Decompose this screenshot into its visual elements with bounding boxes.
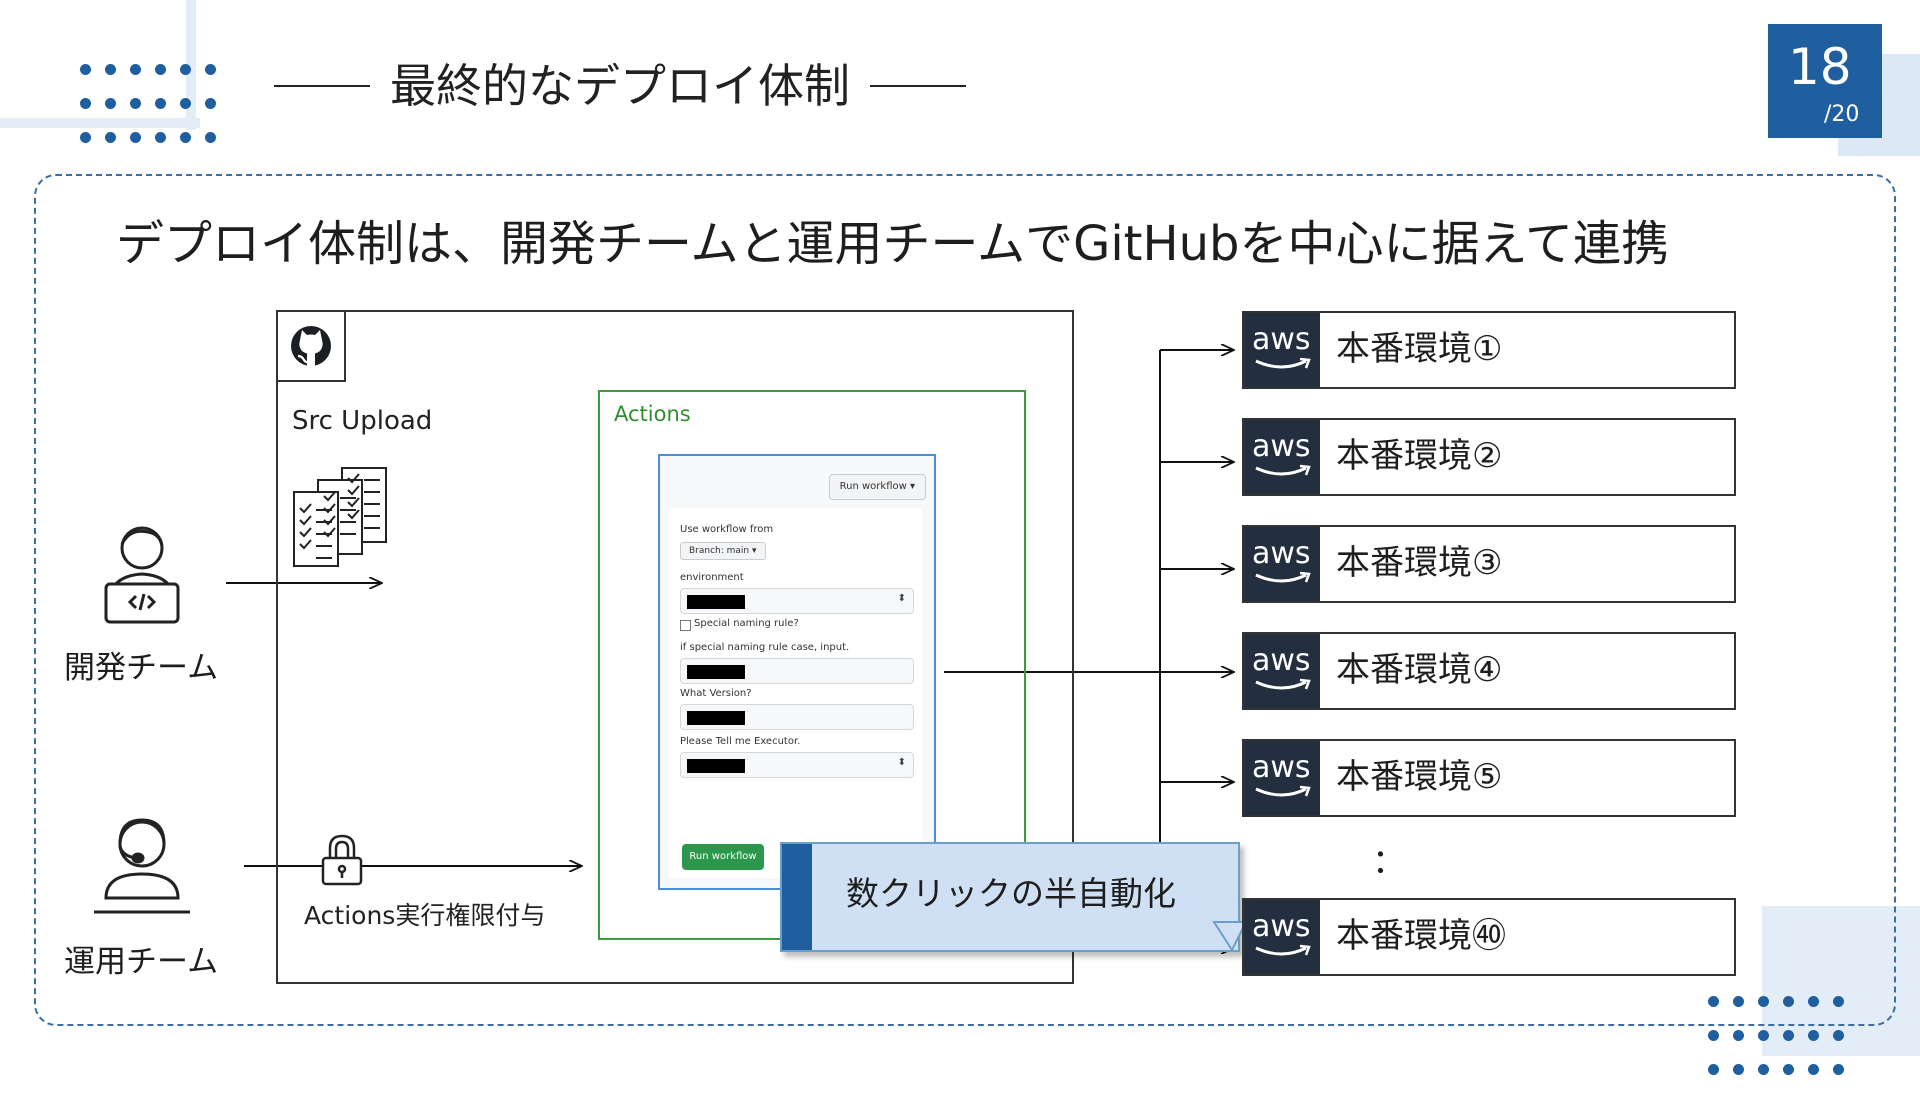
run-workflow-dropdown-button[interactable]: Run workflow ▾ [828, 474, 926, 500]
operator-headset-icon [94, 818, 190, 914]
decor-vertical-line [186, 0, 196, 130]
production-env-5: aws 本番環境⑤ [1242, 739, 1736, 817]
heading-rule-right [870, 85, 966, 87]
env-label: 本番環境② [1336, 436, 1503, 476]
special-naming-checkbox[interactable] [680, 620, 691, 631]
callout-pointer [1212, 921, 1248, 953]
page-total: /20 [1824, 102, 1860, 127]
production-env-40: aws 本番環境㊵ [1242, 898, 1736, 976]
redacted-value [687, 595, 745, 609]
headline: デプロイ体制は、開発チームと運用チームでGitHubを中心に据えて連携 [116, 216, 1670, 272]
heading-rule-left [274, 85, 370, 87]
select-arrows-icon: ⬍ [897, 757, 906, 768]
select-arrows-icon: ⬍ [897, 593, 906, 604]
use-workflow-from-label: Use workflow from [680, 524, 774, 535]
special-input-label: if special naming rule case, input. [680, 642, 850, 653]
workflow-dialog: Run workflow ▾ Use workflow from Branch:… [658, 454, 936, 890]
callout-accent-bar [782, 844, 812, 950]
ops-team-label: 運用チーム [64, 944, 219, 980]
decor-dots-bottomright [1708, 996, 1849, 1098]
redacted-value [687, 711, 745, 725]
env-label: 本番環境③ [1336, 543, 1503, 583]
production-env-2: aws 本番環境② [1242, 418, 1736, 496]
lock-icon [321, 834, 363, 886]
aws-logo: aws [1244, 741, 1320, 815]
aws-logo: aws [1244, 634, 1320, 708]
checklist-document-icon [293, 467, 387, 567]
aws-logo: aws [1244, 313, 1320, 387]
aws-logo: aws [1244, 420, 1320, 494]
callout-text: 数クリックの半自動化 [846, 874, 1176, 913]
environment-label: environment [680, 572, 744, 583]
workflow-form: Use workflow from Branch: main ▾ environ… [668, 508, 922, 878]
aws-logo: aws [1244, 900, 1320, 974]
github-icon-box [276, 310, 346, 382]
page-number: 18 [1788, 38, 1852, 96]
production-env-4: aws 本番環境④ [1242, 632, 1736, 710]
developer-icon [104, 526, 180, 624]
version-input-field[interactable] [680, 704, 914, 730]
redacted-value [687, 665, 745, 679]
section-title: 最終的なデプロイ体制 [390, 59, 850, 113]
github-frame [276, 310, 1074, 984]
production-env-1: aws 本番環境① [1242, 311, 1736, 389]
environment-select[interactable]: ⬍ [680, 588, 914, 614]
decor-horizontal-line [0, 118, 200, 128]
env-label: 本番環境④ [1336, 650, 1503, 690]
env-label: 本番環境⑤ [1336, 757, 1503, 797]
dev-team-label: 開発チーム [64, 650, 219, 686]
actions-permission-label: Actions実行権限付与 [304, 901, 546, 930]
semi-automation-callout: 数クリックの半自動化 [780, 842, 1240, 952]
executor-label: Please Tell me Executor. [680, 736, 801, 747]
executor-select[interactable]: ⬍ [680, 752, 914, 778]
branch-select[interactable]: Branch: main ▾ [680, 542, 766, 560]
section-heading: 最終的なデプロイ体制 [274, 58, 966, 114]
production-env-3: aws 本番環境③ [1242, 525, 1736, 603]
special-input-field[interactable] [680, 658, 914, 684]
src-upload-label: Src Upload [292, 406, 433, 436]
aws-logo: aws [1244, 527, 1320, 601]
run-workflow-button[interactable]: Run workflow [682, 844, 764, 870]
env-label: 本番環境① [1336, 329, 1503, 369]
actions-label: Actions [614, 402, 691, 426]
env-label: 本番環境㊵ [1336, 916, 1506, 956]
page-number-badge: 18 /20 [1768, 24, 1882, 138]
content-panel [34, 174, 1896, 1026]
github-icon [291, 326, 331, 366]
decor-dots-topleft [80, 64, 221, 166]
special-naming-label: Special naming rule? [694, 618, 799, 629]
version-label: What Version? [680, 688, 752, 699]
env-ellipsis: ： [1372, 842, 1406, 882]
redacted-value [687, 759, 745, 773]
